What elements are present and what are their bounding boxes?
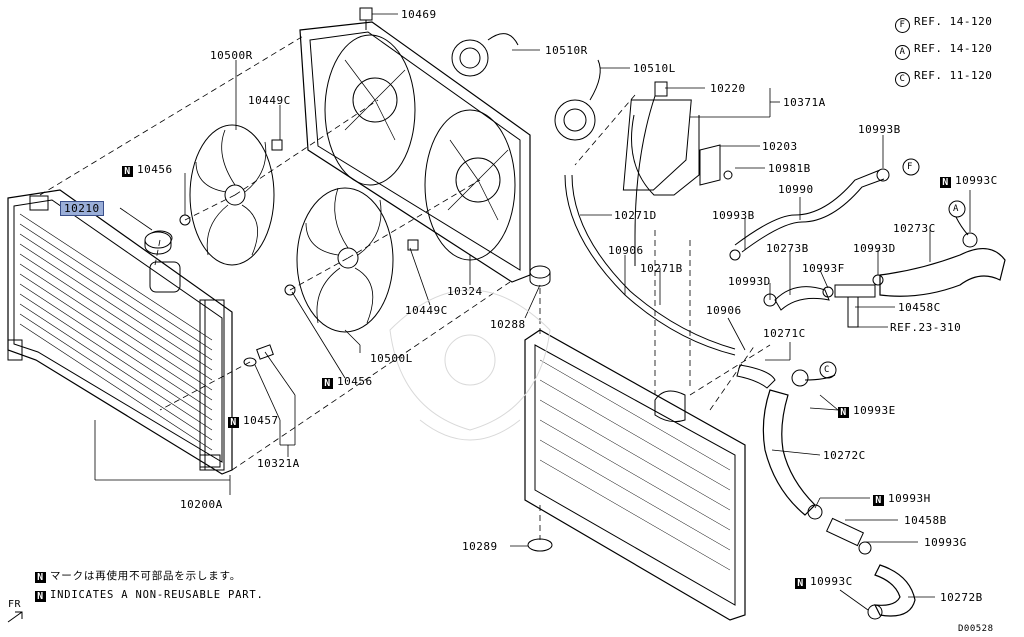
non-reusable-icon: N — [940, 177, 951, 188]
part-10510L[interactable]: 10510L — [633, 62, 676, 75]
part-10273C[interactable]: 10273C — [893, 222, 936, 235]
pipe-10458C — [834, 284, 876, 328]
pipe-10458B — [825, 517, 865, 547]
part-10990[interactable]: 10990 — [778, 183, 814, 196]
front-arrow — [7, 611, 23, 623]
bolt-10469 — [359, 7, 373, 30]
part-10500R[interactable]: 10500R — [210, 49, 253, 62]
radiator-cap — [144, 231, 172, 255]
non-reusable-icon: N — [35, 591, 46, 602]
reserve-tank — [622, 81, 733, 266]
circle-c-icon: C — [895, 72, 910, 87]
part-10220[interactable]: 10220 — [710, 82, 746, 95]
part-10324[interactable]: 10324 — [447, 285, 483, 298]
non-reusable-icon: N — [35, 572, 46, 583]
radiator-left — [7, 189, 233, 475]
part-10906-top[interactable]: 10906 — [608, 244, 644, 257]
part-10200A[interactable]: 10200A — [180, 498, 223, 511]
non-reusable-icon: N — [873, 495, 884, 506]
circle-a-icon: A — [895, 45, 910, 60]
part-10272C[interactable]: 10272C — [823, 449, 866, 462]
part-10321A[interactable]: 10321A — [257, 457, 300, 470]
marker-a: A — [953, 204, 959, 214]
part-10981B[interactable]: 10981B — [768, 162, 811, 175]
hose-10990 — [734, 169, 885, 253]
fan-motor-right — [451, 33, 519, 77]
hose-10273C — [879, 248, 1006, 297]
part-10203[interactable]: 10203 — [762, 140, 798, 153]
drain-fitting — [243, 344, 274, 367]
clamps — [729, 168, 978, 620]
marker-f: F — [907, 162, 913, 172]
part-10288[interactable]: 10288 — [490, 318, 526, 331]
fan-motor-left — [554, 59, 601, 141]
part-10906-mid[interactable]: 10906 — [706, 304, 742, 317]
nuts — [179, 139, 419, 296]
part-10271B[interactable]: 10271B — [640, 262, 683, 275]
part-10993G[interactable]: 10993G — [924, 536, 967, 549]
non-reusable-icon: N — [795, 578, 806, 589]
part-10271D[interactable]: 10271D — [614, 209, 657, 222]
part-10458B[interactable]: 10458B — [904, 514, 947, 527]
non-reusable-icon: N — [122, 166, 133, 177]
dashed-guides — [39, 34, 771, 540]
part-10993B-top[interactable]: 10993B — [858, 123, 901, 136]
radiator-right — [524, 265, 746, 621]
hose-10271C — [736, 364, 776, 389]
circle-f-icon: F — [895, 18, 910, 33]
marker-c: C — [824, 365, 830, 375]
part-10449C-bot[interactable]: 10449C — [405, 304, 448, 317]
front-direction-label: FR — [8, 599, 22, 610]
hose-10273B — [774, 286, 830, 311]
diagram-code: D00528 — [958, 624, 994, 634]
part-10289[interactable]: 10289 — [462, 540, 498, 553]
part-10993D-left[interactable]: 10993D — [728, 275, 771, 288]
ref-markers-art — [804, 158, 969, 381]
non-reusable-icon: N — [322, 378, 333, 389]
part-10458C[interactable]: 10458C — [898, 301, 941, 314]
part-10449C-top[interactable]: 10449C — [248, 94, 291, 107]
part-10993B-mid[interactable]: 10993B — [712, 209, 755, 222]
part-10210[interactable]: 10210 — [60, 201, 104, 216]
hose-10272C — [762, 389, 816, 516]
fan-blade-right — [189, 124, 275, 266]
part-10271C[interactable]: 10271C — [763, 327, 806, 340]
part-10273B[interactable]: 10273B — [766, 242, 809, 255]
part-10993D-right[interactable]: 10993D — [853, 242, 896, 255]
part-10371A[interactable]: 10371A — [783, 96, 826, 109]
leader-lines — [94, 13, 971, 611]
fan-shroud — [299, 21, 531, 283]
part-10510R[interactable]: 10510R — [545, 44, 588, 57]
watermark — [389, 289, 551, 441]
part-10469[interactable]: 10469 — [401, 8, 437, 21]
part-ref-23-310[interactable]: REF.23-310 — [890, 321, 962, 334]
non-reusable-icon: N — [228, 417, 239, 428]
part-10993F[interactable]: 10993F — [802, 262, 845, 275]
non-reusable-icon: N — [838, 407, 849, 418]
part-10272B[interactable]: 10272B — [940, 591, 983, 604]
fan-blade-left — [296, 187, 394, 333]
part-10500L[interactable]: 10500L — [370, 352, 413, 365]
